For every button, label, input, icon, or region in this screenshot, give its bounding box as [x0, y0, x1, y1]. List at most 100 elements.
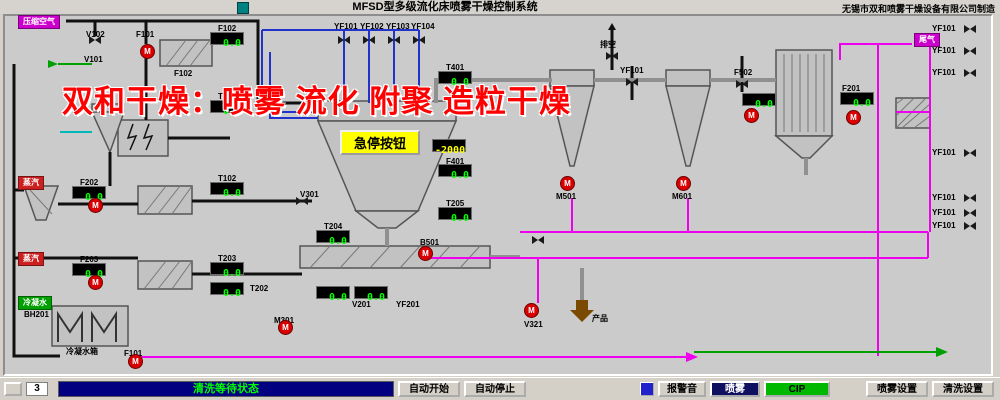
value-display: 0.0 [438, 164, 472, 181]
alarm-sound-button[interactable]: 报警音 [658, 381, 706, 397]
filter-lightning-icon [126, 123, 154, 151]
value-display: 0.0 [210, 262, 244, 279]
equipment-label: YF201 [396, 300, 420, 309]
display-value: 0.0 [222, 188, 241, 199]
value-display: 0.0 [742, 93, 776, 110]
process-tag: 尾气 [914, 33, 940, 47]
value-display: 0.0 [840, 92, 874, 109]
equipment-label: YF101 [932, 68, 956, 77]
equipment-label: T401 [446, 63, 465, 72]
pipes-gray [385, 78, 808, 300]
display-value: 0.0 [450, 170, 469, 181]
equipment-label: T102 [218, 174, 237, 183]
equipment-label: F401 [446, 157, 465, 166]
value-display: 0.0 [72, 263, 106, 280]
equipment-label: F203 [80, 255, 99, 264]
motor-pump-icon[interactable]: M [140, 44, 155, 59]
equipment-label: V102 [86, 30, 105, 39]
tank-level-coils [57, 310, 117, 342]
equipment-label: V301 [300, 190, 319, 199]
display-value: -2000 [435, 145, 466, 156]
display-value: 0.0 [222, 38, 241, 49]
value-display: 0.0 [316, 230, 350, 247]
equipment-label: YF101 [932, 46, 956, 55]
motor-pump-icon[interactable]: M [524, 303, 539, 318]
equipment-label: YF101 [932, 24, 956, 33]
motor-pump-icon[interactable]: M [128, 354, 143, 369]
value-display: 0.0 [210, 282, 244, 299]
equipment-label: T202 [250, 284, 269, 293]
value-display: 0.0 [316, 286, 350, 303]
equipment-hatching [29, 39, 931, 290]
display-value: 0.0 [366, 292, 385, 303]
equipment-label: YF101 [932, 208, 956, 217]
display-value: 0.0 [85, 269, 103, 280]
motor-pump-icon[interactable]: M [278, 320, 293, 335]
flow-arrows [48, 23, 948, 362]
motor-pump-icon[interactable]: M [744, 108, 759, 123]
equipment-label: YF101 [932, 221, 956, 230]
motor-pump-icon[interactable]: M [846, 110, 861, 125]
watermark-text: 双和干燥：喷雾 流化 附聚 造粒干燥 [62, 84, 571, 119]
page-title: MFSD型多级流化床喷雾干燥控制系统 [352, 1, 538, 13]
pipes-blue [261, 29, 420, 119]
equipment-label: V101 [84, 55, 103, 64]
valve-icons[interactable] [89, 25, 976, 244]
equipment-label: F502 [734, 68, 753, 77]
equipment-label: YF101 [932, 193, 956, 202]
display-value: 0.0 [852, 98, 871, 109]
display-value: 0.0 [222, 288, 241, 299]
motor-pump-icon[interactable]: M [418, 246, 433, 261]
equipment-label: F101 [124, 349, 142, 358]
motor-pump-icon[interactable]: M [676, 176, 691, 191]
value-display: -2000 [432, 139, 466, 156]
value-display: 0.0 [72, 186, 106, 203]
auto-stop-button[interactable]: 自动停止 [464, 381, 526, 397]
process-tag: 蒸汽 [18, 176, 44, 190]
value-display: 0.0 [438, 207, 472, 224]
display-value: 0.0 [450, 213, 469, 224]
clean-settings-button[interactable]: 清洗设置 [932, 381, 994, 397]
display-value: 0.0 [328, 292, 347, 303]
equipment-label: YF104 [411, 22, 435, 31]
alarm-sound-icon[interactable] [640, 382, 654, 396]
product-arrow-icon [570, 300, 594, 322]
manufacturer-label: 无锡市双和喷雾干燥设备有限公司制造 [841, 4, 995, 14]
equipment-label: T203 [218, 254, 237, 263]
equipment-label: V201 [352, 300, 371, 309]
motor-pump-icon[interactable]: M [560, 176, 575, 191]
system-button[interactable] [4, 382, 22, 396]
value-display: 0.0 [438, 71, 472, 88]
motor-pump-icon[interactable]: M [88, 275, 103, 290]
value-display: 0.0 [210, 100, 244, 117]
equipment-label: YF103 [386, 22, 410, 31]
value-display: 0.0 [210, 182, 244, 199]
equipment-label: T204 [324, 222, 343, 231]
counter-display: 3 [26, 382, 48, 396]
pipes-magenta [140, 34, 931, 358]
equipment-label: YF101 [334, 22, 358, 31]
equipment-label: B501 [420, 238, 440, 247]
display-value: 0.0 [222, 268, 241, 279]
pipes-black [12, 19, 744, 358]
equipment-label: T205 [446, 199, 465, 208]
emergency-stop-button[interactable]: 急停按钮 [340, 130, 420, 155]
equipment-label: M501 [556, 192, 577, 201]
equipment-label: YF101 [932, 148, 956, 157]
spray-settings-button[interactable]: 喷雾设置 [866, 381, 928, 397]
display-value: 0.0 [328, 236, 347, 247]
motor-pump-icon[interactable]: M [88, 198, 103, 213]
value-display: 0.0 [210, 32, 244, 49]
cip-button[interactable]: CIP [764, 381, 830, 397]
spray-button[interactable]: 喷雾 [710, 381, 760, 397]
equipment-label: M601 [672, 192, 693, 201]
equipment-label: F202 [80, 178, 99, 187]
auto-start-button[interactable]: 自动开始 [398, 381, 460, 397]
process-tag: 蒸汽 [18, 252, 44, 266]
equipment-label: YF102 [360, 22, 384, 31]
display-value: 0.0 [85, 192, 103, 203]
equipment-label: T201 [218, 92, 237, 101]
